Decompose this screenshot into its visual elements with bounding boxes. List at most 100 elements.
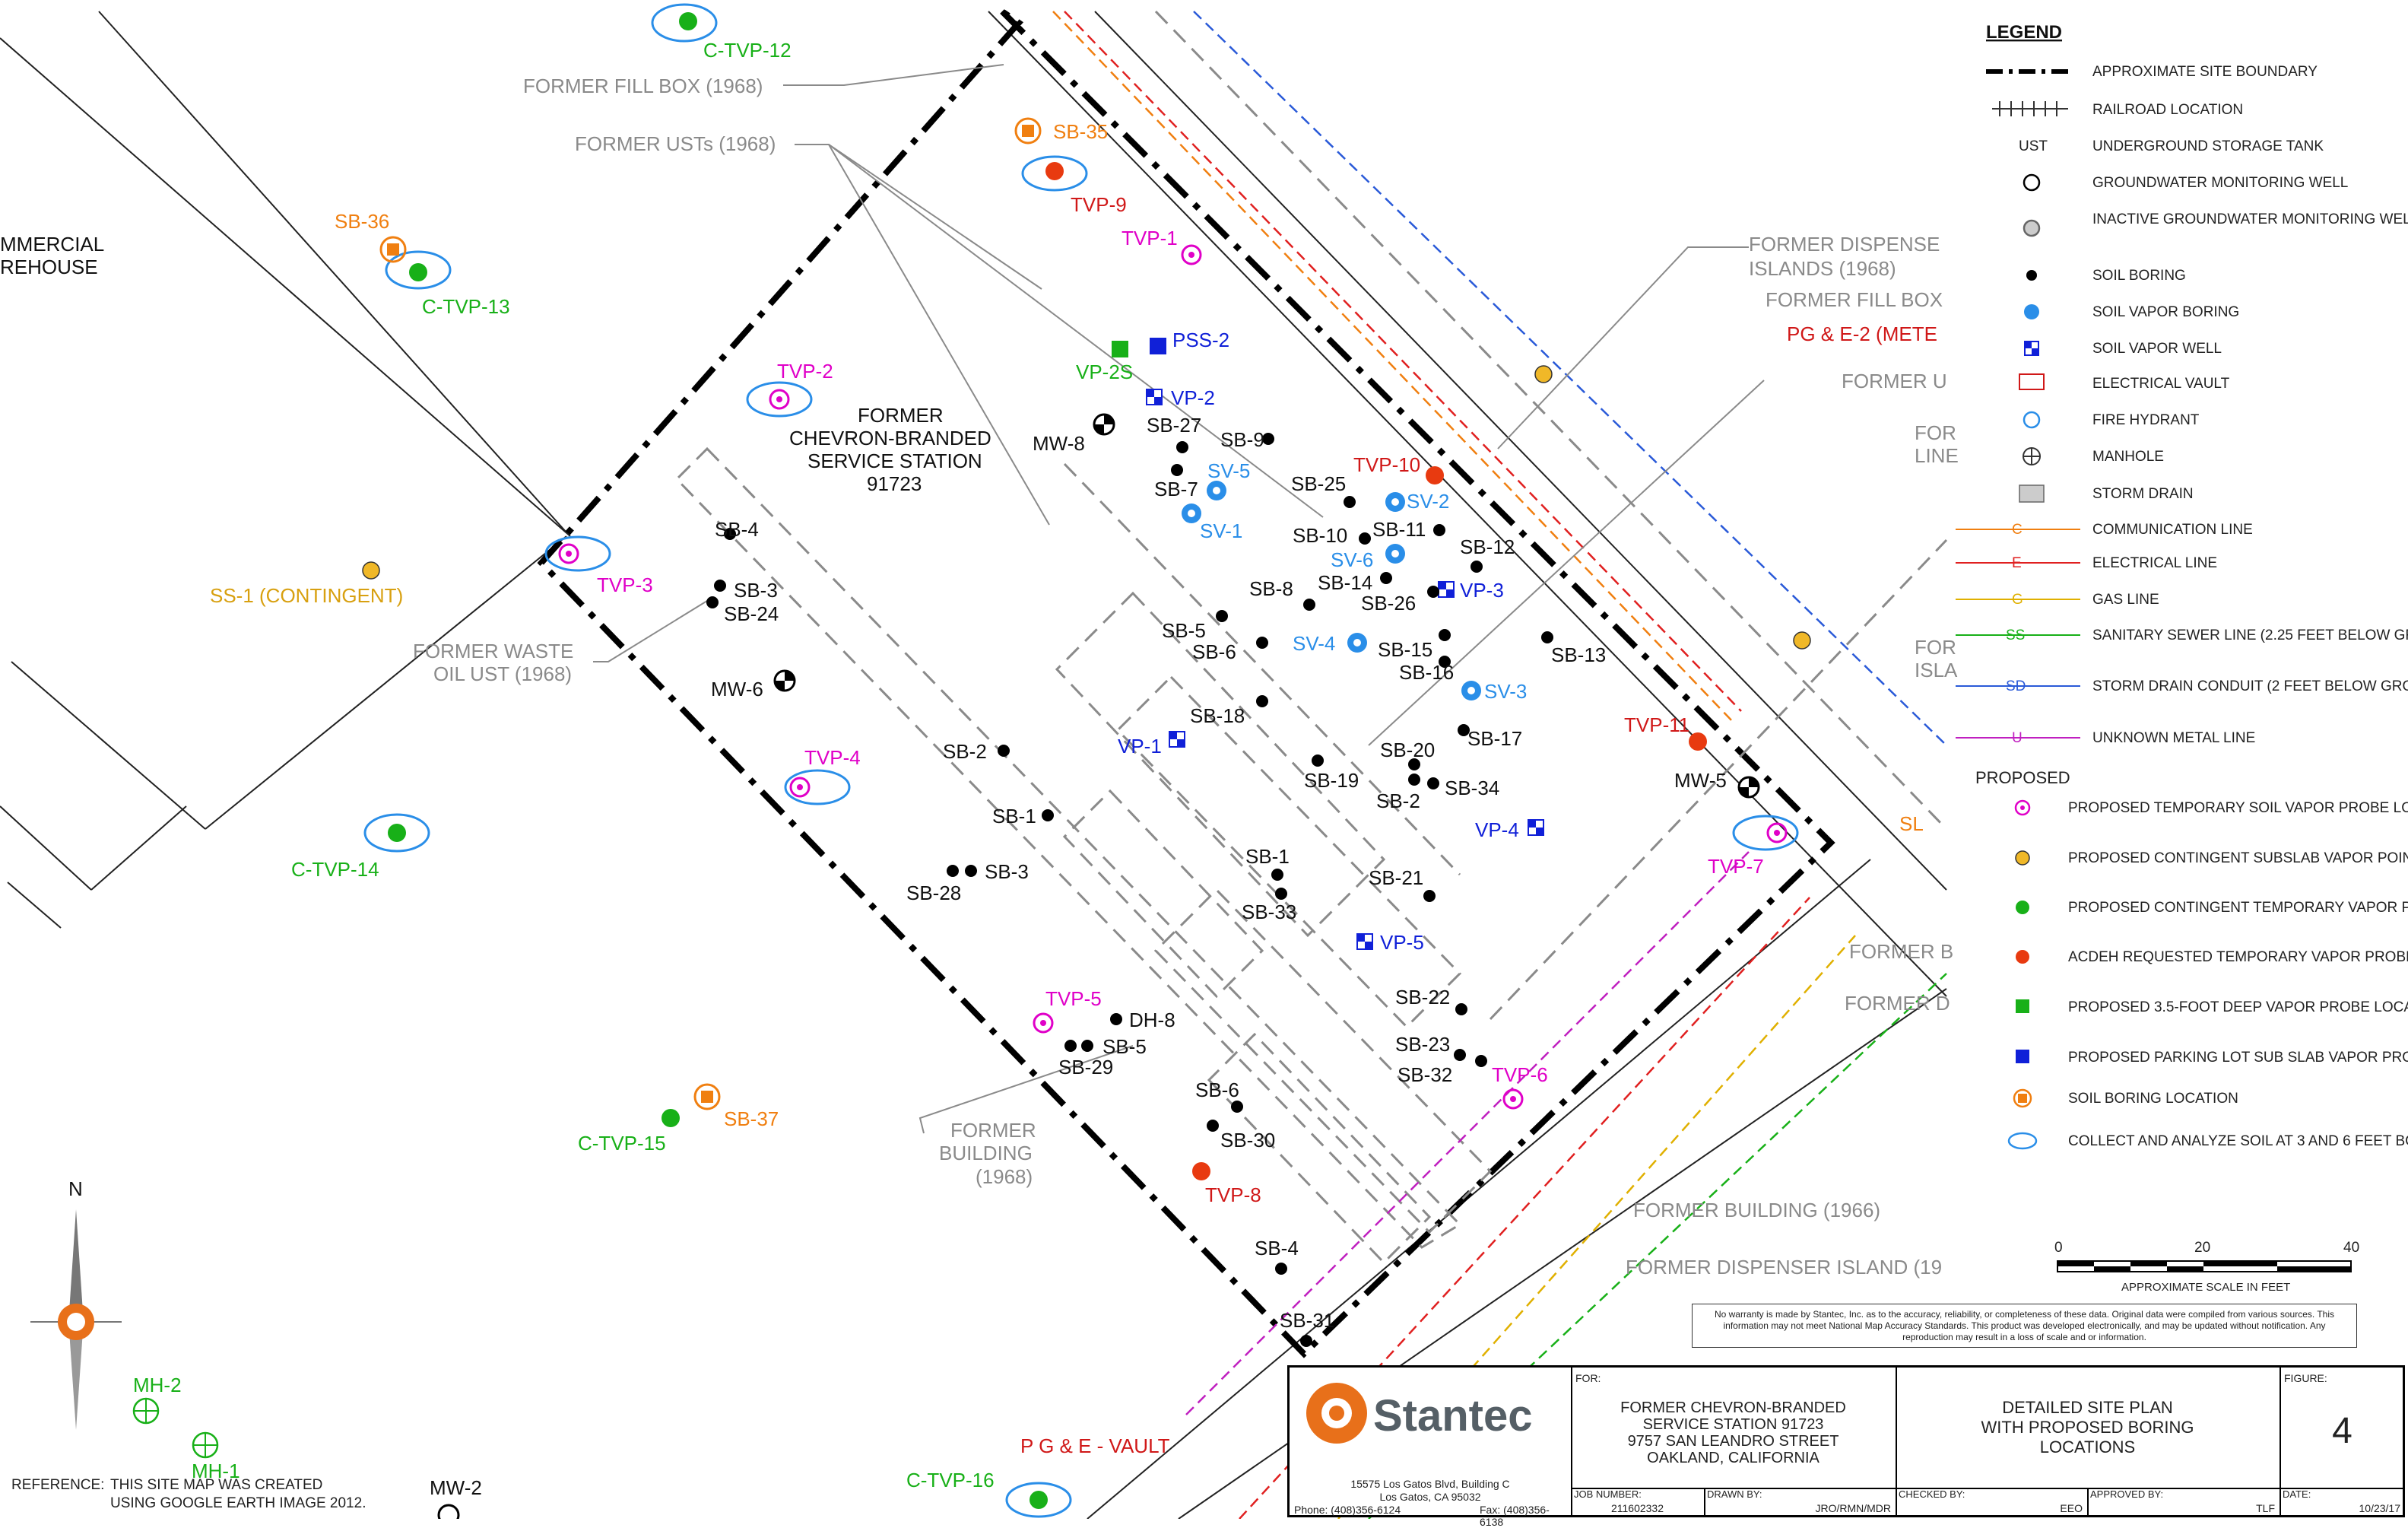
job-cell: JOB NUMBER: 211602332 [1571, 1488, 1705, 1517]
sv-5-marker: SV-5 [1207, 459, 1250, 500]
vp-3-marker: VP-3 [1438, 579, 1504, 602]
label-fill-box-right: FORMER FILL BOX [1766, 288, 1943, 311]
sb-31-label: SB-31 [1280, 1309, 1334, 1332]
tvp-2-label: TVP-2 [777, 360, 833, 383]
date-cell: DATE: 10/23/17 [2280, 1488, 2405, 1517]
sb-37-marker: SB-37 [693, 1083, 779, 1130]
label-for-isla-2: ISLA [1915, 659, 1958, 681]
sb-13-label: SB-13 [1551, 643, 1606, 666]
ctvp-13-label: C-TVP-13 [422, 295, 510, 318]
sb-18-label: SB-18 [1190, 704, 1245, 727]
north-arrow: N [30, 1177, 122, 1430]
job-label: JOB NUMBER: [1574, 1488, 1642, 1500]
tvp-1-marker: TVP-1 [1122, 227, 1202, 265]
sb-15-label: SB-15 [1378, 638, 1432, 661]
sb-14-label: SB-14 [1318, 571, 1372, 594]
checked-cell: CHECKED BY: EEO [1896, 1488, 2089, 1517]
reference-note: REFERENCE: THIS SITE MAP WAS CREATED USI… [11, 1477, 366, 1511]
vp-5-label: VP-5 [1380, 931, 1424, 954]
company-name: Stantec [1373, 1391, 1533, 1441]
label-site-4: 91723 [867, 472, 922, 495]
label-pge-meter: PG & E-2 (METE [1787, 322, 1937, 345]
tvp-10-label: TVP-10 [1353, 453, 1420, 476]
tvp-points: TVP-1 TVP-2 TVP-3 TVP-4 TVP-5 TVP-6 TVP-… [544, 155, 1799, 1206]
legend-code-g: G [2012, 592, 2023, 608]
tvp-6-label: TVP-6 [1492, 1063, 1548, 1086]
legend-item-sv-well: SOIL VAPOR WELL [2092, 341, 2222, 357]
tvp-5-label: TVP-5 [1045, 987, 1102, 1010]
sb-26-label: SB-26 [1361, 592, 1416, 615]
label-for-isla-1: FOR [1915, 636, 1956, 659]
tvp-11-label: TVP-11 [1624, 713, 1689, 736]
sb-30-label: SB-30 [1220, 1129, 1275, 1152]
scale-tick-20: 20 [2194, 1240, 2210, 1256]
sb-11-label: SB-11 [1372, 518, 1426, 541]
proposed-item-4: ACDEH REQUESTED TEMPORARY VAPOR PROBE LO… [2068, 949, 2408, 965]
ctvp-16-marker: C-TVP-16 [906, 1469, 1072, 1518]
checked-label: CHECKED BY: [1899, 1488, 1965, 1500]
former-features [674, 10, 1948, 1265]
for-label: FOR: [1575, 1372, 1601, 1384]
ctvp-13-marker: C-TVP-13 [385, 250, 510, 318]
drawn-cell: DRAWN BY: JRO/RMN/MDR [1704, 1488, 1897, 1517]
sb-16-label: SB-16 [1399, 661, 1454, 684]
sb-4-outer-label: SB-4 [1255, 1237, 1299, 1260]
sv-6-marker: SV-6 [1331, 544, 1405, 571]
mw-8-marker: MW-8 [1033, 413, 1115, 455]
tvp-7-marker: TVP-7 [1708, 815, 1799, 878]
sb-21-label: SB-21 [1369, 866, 1423, 889]
figure-number: 4 [2332, 1411, 2352, 1451]
scale-caption: APPROXIMATE SCALE IN FEET [2121, 1281, 2290, 1294]
tvp-1-label: TVP-1 [1122, 227, 1178, 249]
drawn-by: JRO/RMN/MDR [1815, 1502, 1891, 1514]
sv-4-label: SV-4 [1293, 632, 1335, 655]
label-building-1966: FORMER BUILDING (1966) [1633, 1199, 1880, 1221]
ctvp-16-label: C-TVP-16 [906, 1469, 995, 1491]
vp-1-marker: VP-1 [1118, 731, 1185, 758]
tvp-9-label: TVP-9 [1071, 193, 1127, 216]
proposed-item-6: PROPOSED PARKING LOT SUB SLAB VAPOR PROB… [2068, 1050, 2408, 1066]
disclaimer-box: No warranty is made by Stantec, Inc. as … [1692, 1304, 2357, 1348]
dh-8-label: DH-8 [1129, 1009, 1175, 1031]
label-site-1: FORMER [858, 404, 944, 427]
legend: LEGEND APPROXIMATE SITE BOUNDARY RAILROA… [1956, 22, 2408, 1150]
address-2: Los Gatos, CA 95032 [1379, 1491, 1481, 1503]
tvp-10-marker: TVP-10 [1353, 453, 1444, 484]
tvp-3-marker: TVP-3 [544, 535, 653, 596]
sv-5-label: SV-5 [1207, 459, 1250, 482]
ctvp-points: C-TVP-12 C-TVP-13 C-TVP-14 C-TVP-15 C-TV… [291, 3, 1072, 1518]
legend-code-c: C [2012, 522, 2023, 538]
approved-label: APPROVED BY: [2090, 1488, 2164, 1500]
sb-7-label: SB-7 [1154, 478, 1198, 500]
mh-1-marker: MH-1 [192, 1431, 240, 1482]
legend-item-vault: ELECTRICAL VAULT [2092, 376, 2230, 392]
drawing-title-3: LOCATIONS [2039, 1437, 2136, 1457]
mw-6-marker: MW-6 [711, 669, 796, 700]
checked-by: EEO [2060, 1502, 2083, 1514]
ss-1-label: SS-1 (CONTINGENT) [210, 584, 403, 607]
figure-cell: FIGURE: 4 [2280, 1368, 2405, 1489]
label-for-lin-2: LINE [1915, 444, 1959, 467]
label-site-2: CHEVRON-BRANDED [789, 427, 991, 450]
sb-8-label: SB-8 [1249, 577, 1293, 600]
tvp-9-marker: TVP-9 [1021, 155, 1127, 216]
project-line-3: 9757 SAN LEANDRO STREET [1627, 1433, 1839, 1450]
sb-2-outer-label: SB-2 [943, 740, 987, 763]
legend-item-storm-conduit: STORM DRAIN CONDUIT (2 FEET BELOW GROUND… [2092, 678, 2408, 694]
ctvp-12-label: C-TVP-12 [703, 39, 792, 62]
sv-6-label: SV-6 [1331, 548, 1373, 571]
sv-2-marker: SV-2 [1385, 490, 1449, 513]
mh-1-label: MH-1 [192, 1460, 240, 1482]
sb-28-label: SB-28 [906, 882, 961, 904]
sv-2-label: SV-2 [1407, 490, 1449, 513]
sb-1-outer-label: SB-1 [992, 805, 1036, 828]
mw-2-marker: MW-2 [430, 1476, 482, 1519]
project-line-4: OAKLAND, CALIFORNIA [1647, 1450, 1819, 1466]
monitoring-wells: MW-8 MW-6 MW-5 MW-2 MH-2 MH-1 [132, 413, 1760, 1519]
legend-item-manhole: MANHOLE [2092, 449, 2164, 465]
proposed-soil-borings: SB-35 SB-36 SB-37 SS-1 (CONTINGENT) PSS-… [210, 117, 1811, 1130]
proposed-item-7: SOIL BORING LOCATION [2068, 1091, 2238, 1107]
vp-5-marker: VP-5 [1356, 931, 1424, 954]
sb-5-outer-label: SB-5 [1102, 1035, 1147, 1058]
for-cell: FOR: FORMER CHEVRON-BRANDED SERVICE STAT… [1571, 1368, 1897, 1489]
